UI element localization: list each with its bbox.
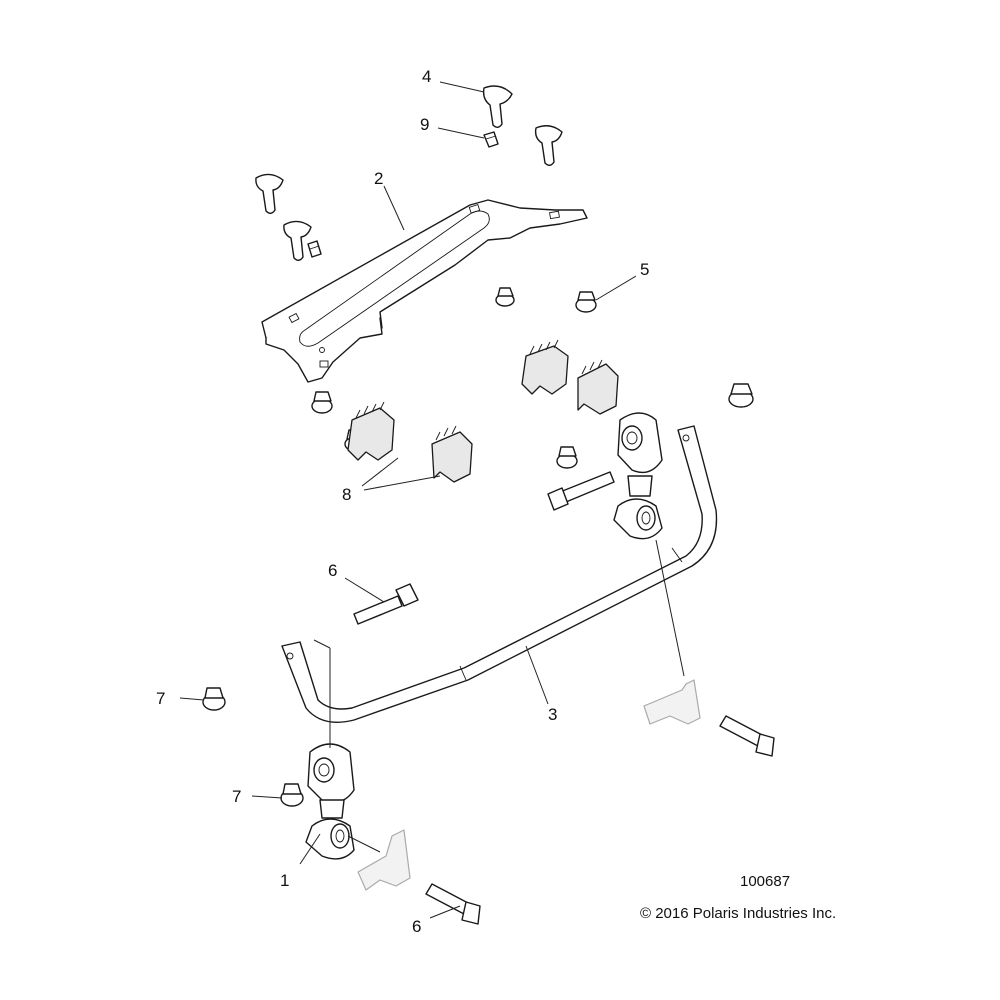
speed-nut-top[interactable] — [483, 131, 499, 148]
bushing-left-a[interactable] — [347, 401, 395, 461]
callout-7-lower: 7 — [232, 787, 241, 806]
flange-nut-center[interactable] — [495, 287, 515, 307]
drawing-number: 100687 — [740, 873, 790, 890]
frame-bracket-left — [357, 829, 411, 891]
hex-bolt-right-link[interactable] — [547, 471, 615, 511]
callout-6-lower: 6 — [412, 917, 421, 936]
callout-7-upper: 7 — [156, 689, 165, 708]
sway-bar[interactable] — [281, 425, 718, 723]
copyright-notice: © 2016 Polaris Industries Inc. — [640, 905, 836, 922]
flange-nut-7-upper[interactable] — [202, 687, 226, 711]
callout-8: 8 — [342, 485, 351, 504]
end-link-right[interactable] — [613, 412, 663, 540]
hex-bolt-upper[interactable] — [353, 583, 419, 625]
speed-nut-left[interactable] — [307, 240, 322, 258]
callout-1: 1 — [280, 871, 289, 890]
flange-nut-7-lower[interactable] — [280, 783, 304, 807]
carriage-bolt-left-upper[interactable] — [255, 173, 284, 214]
callout-9: 9 — [420, 115, 429, 134]
end-link-left[interactable] — [305, 743, 355, 860]
hex-bolt-lower[interactable] — [425, 883, 481, 925]
bushing-left-b[interactable] — [431, 425, 473, 483]
carriage-bolt-right[interactable] — [534, 125, 563, 166]
flange-nut-5[interactable] — [575, 291, 597, 313]
callout-6-upper: 6 — [328, 561, 337, 580]
flange-nut-left[interactable] — [311, 391, 333, 414]
mounting-bracket-plate[interactable] — [261, 199, 588, 383]
callout-2: 2 — [374, 169, 383, 188]
bushing-upper-right-b[interactable] — [577, 359, 619, 415]
carriage-bolt-top[interactable] — [482, 85, 513, 128]
callout-3: 3 — [548, 705, 557, 724]
flange-nut-mid[interactable] — [556, 446, 578, 469]
callout-5: 5 — [640, 260, 649, 279]
hex-bolt-right[interactable] — [719, 715, 775, 757]
bushing-upper-right-a[interactable] — [521, 339, 569, 395]
carriage-bolt-left-lower[interactable] — [283, 220, 312, 261]
flange-nut-right[interactable] — [728, 383, 754, 408]
leader-lines — [179, 81, 685, 919]
callout-4: 4 — [422, 67, 431, 86]
frame-bracket-right — [643, 679, 701, 725]
